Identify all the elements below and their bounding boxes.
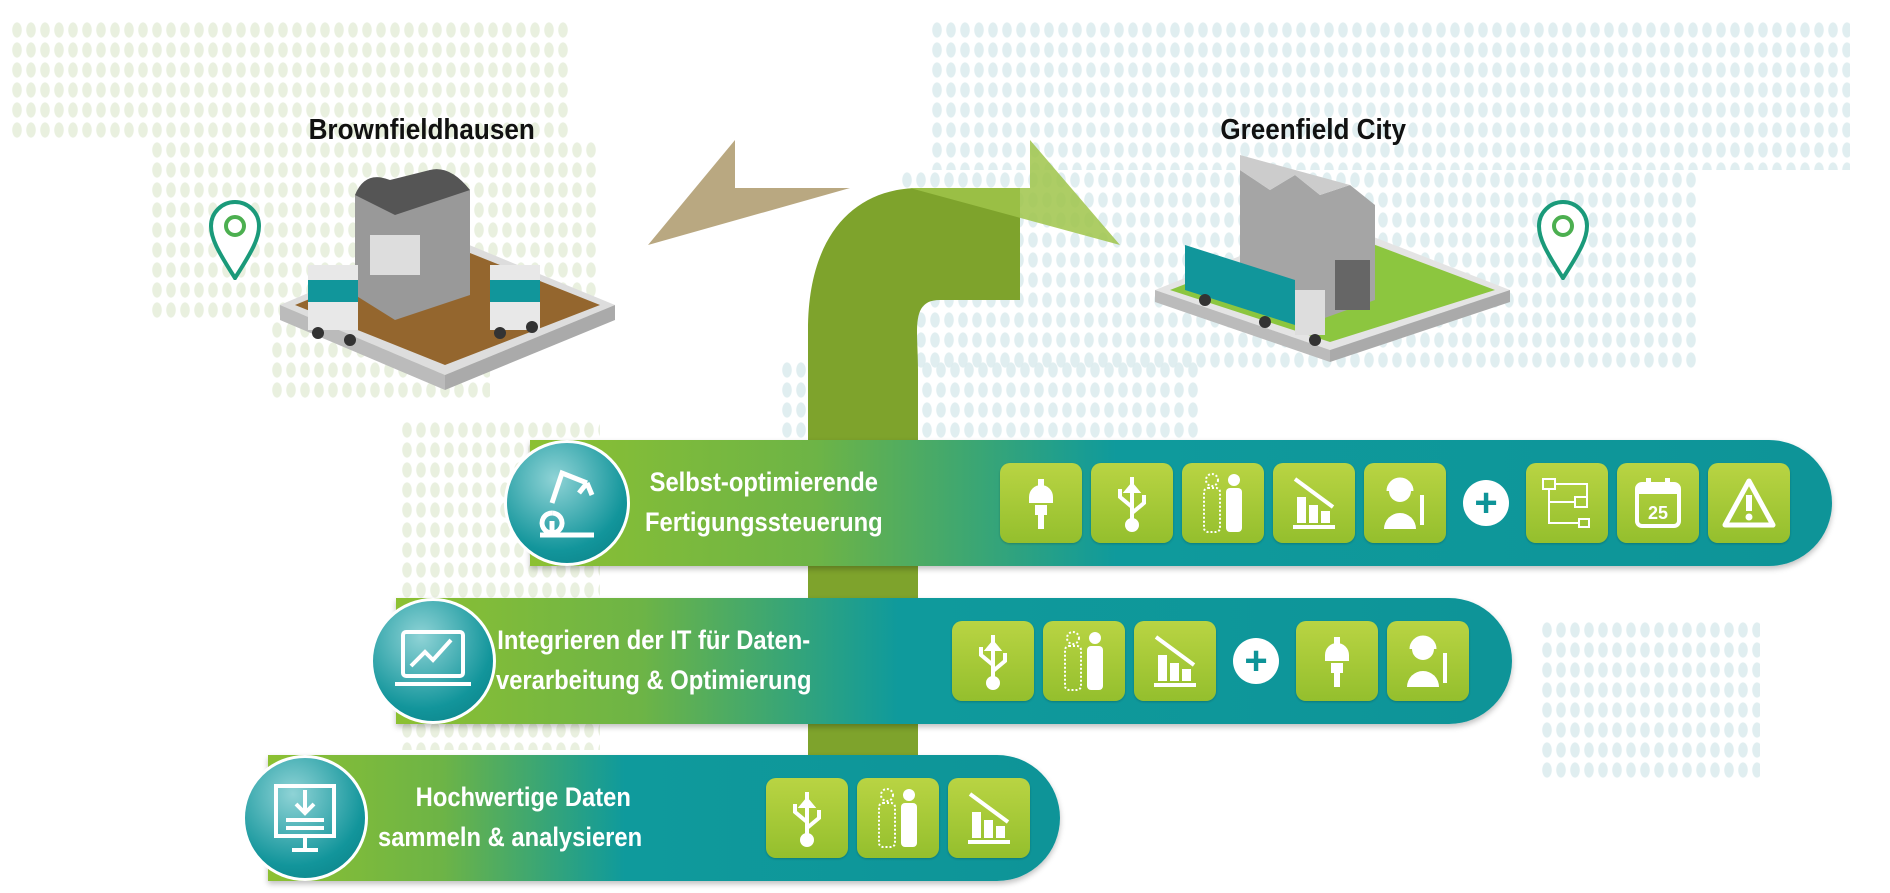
calendar-day: 25: [1648, 503, 1668, 523]
usb-icon: [766, 778, 848, 858]
map-dots-australia: [1540, 620, 1760, 780]
usb-icon: [1091, 463, 1173, 543]
city-label-brownfieldhausen: Brownfieldhausen: [308, 114, 535, 146]
map-dots-north-america: [10, 20, 570, 140]
support-agent-icon: [1364, 463, 1446, 543]
stage-label-line2: verarbeitung & Optimierung: [496, 665, 812, 695]
plug-icon: [1296, 621, 1378, 701]
warning-icon: [1708, 463, 1790, 543]
stage-bar-self-optimizing: Selbst-optimierende Fertigungssteuerung …: [504, 440, 1832, 566]
city-label-greenfield-city: Greenfield City: [1220, 114, 1406, 146]
greenfield-factory-illustration: [1155, 155, 1510, 362]
plus-icon: +: [1233, 638, 1279, 684]
usb-icon: [952, 621, 1034, 701]
stage-label-line1: Hochwertige Daten: [415, 782, 631, 812]
support-agent-icon: [1387, 621, 1469, 701]
map-dots-europe-asia: [930, 20, 1850, 170]
chart-icon: [1273, 463, 1355, 543]
robot-arm-icon: [504, 440, 630, 566]
location-pin-icon: [208, 200, 262, 280]
stage-label-line1: Selbst-optimierende: [649, 467, 879, 497]
chart-icon: [948, 778, 1030, 858]
download-monitor-icon: [242, 755, 368, 881]
chart-icon: [1134, 621, 1216, 701]
people-icon: [1182, 463, 1264, 543]
stage-bar-data-collection: Hochwertige Daten sammeln & analysieren: [242, 755, 1060, 881]
calendar-icon: 25: [1617, 463, 1699, 543]
workflow-icon: [1526, 463, 1608, 543]
brownfield-factory-illustration: [280, 169, 615, 390]
stage-label-line1: Integrieren der IT für Daten-: [497, 625, 811, 655]
stage-label-line2: sammeln & analysieren: [378, 822, 643, 852]
laptop-chart-icon: [370, 598, 496, 724]
people-icon: [1043, 621, 1125, 701]
arrow-left-brownfield: [648, 140, 850, 245]
plus-icon: +: [1463, 480, 1509, 526]
stage-bar-it-integration: Integrieren der IT für Daten- verarbeitu…: [370, 598, 1512, 724]
arrow-right-greenfield: [910, 140, 1120, 245]
location-pin-icon: [1536, 200, 1590, 280]
plug-icon: [1000, 463, 1082, 543]
stage-label-line2: Fertigungssteuerung: [645, 507, 883, 537]
people-icon: [857, 778, 939, 858]
